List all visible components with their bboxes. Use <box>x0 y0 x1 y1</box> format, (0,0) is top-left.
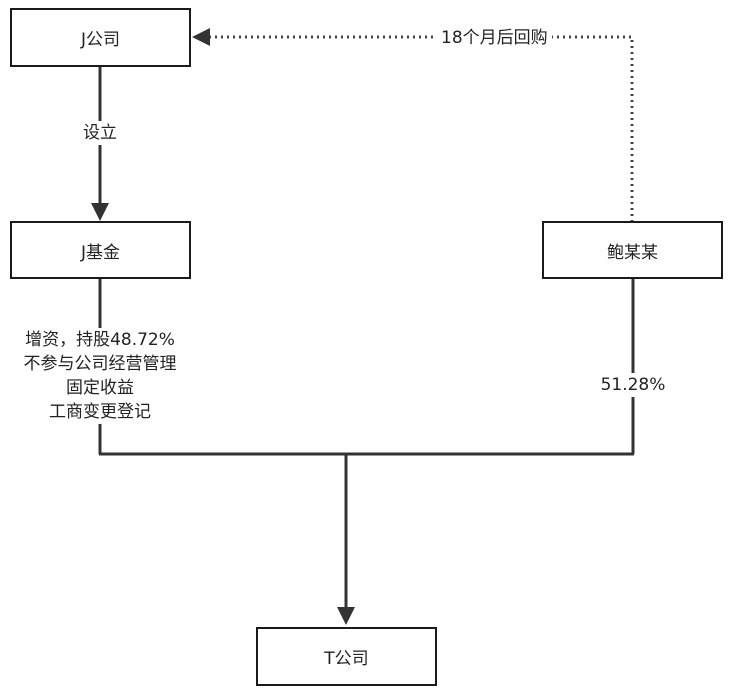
node-j-company-label: J公司 <box>80 30 120 50</box>
node-bao-label: 鲍某某 <box>607 242 658 263</box>
establish-arrowhead <box>91 203 109 221</box>
fund-terms-label: 增资，持股48.72% 不参与公司经营管理 固定收益 工商变更登记 <box>0 328 200 424</box>
buyback-label: 18个月后回购 <box>437 26 552 50</box>
fund-term-line: 不参与公司经营管理 <box>23 354 177 374</box>
node-t-company-label: T公司 <box>324 649 369 669</box>
node-j-fund: J基金 <box>10 221 191 279</box>
buyback-arrowhead <box>192 28 210 46</box>
fund-term-line: 固定收益 <box>66 378 134 398</box>
node-j-fund-label: J基金 <box>80 242 120 263</box>
node-j-company: J公司 <box>10 8 191 67</box>
bao-share-label: 51.28% <box>596 373 670 397</box>
node-bao: 鲍某某 <box>542 221 723 279</box>
join-to-t-arrowhead <box>337 607 355 625</box>
establish-label: 设立 <box>68 121 132 145</box>
buyback-dotted-line <box>206 35 634 222</box>
fund-term-line: 增资，持股48.72% <box>25 330 175 350</box>
node-t-company: T公司 <box>256 627 437 686</box>
fund-term-line: 工商变更登记 <box>49 402 151 422</box>
